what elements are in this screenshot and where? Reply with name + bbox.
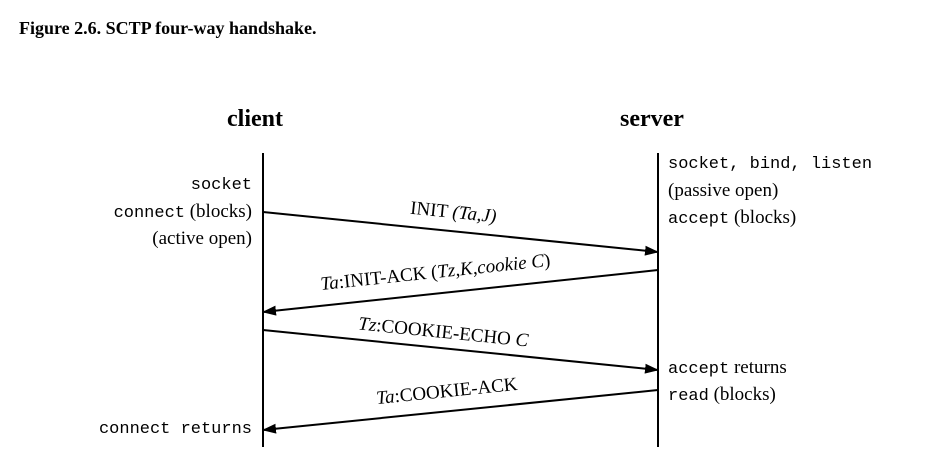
client-connect-returns-label: connect returns (98, 420, 252, 439)
server-accept-returns-label: accept returns (668, 357, 787, 379)
cookie-ack-arrow (262, 389, 659, 434)
server-read-blocks-label: read (blocks) (668, 384, 776, 406)
client-header: client (227, 106, 283, 132)
init-ack-arrow (262, 269, 659, 316)
client-active-open-label: (active open) (152, 228, 252, 249)
cookie-echo-arrow (262, 329, 659, 374)
init-arrow (262, 211, 659, 256)
client-socket-label: socket (190, 176, 252, 195)
client-connect-label: connect (blocks) (113, 201, 252, 223)
server-socket-bind-listen-label: socket, bind, listen (668, 155, 873, 174)
server-header: server (620, 106, 684, 132)
server-passive-open-label: (passive open) (668, 180, 779, 201)
server-accept-blocks-label: accept (blocks) (668, 207, 797, 229)
figure-title: Figure 2.6. SCTP four-way handshake. (19, 18, 317, 38)
